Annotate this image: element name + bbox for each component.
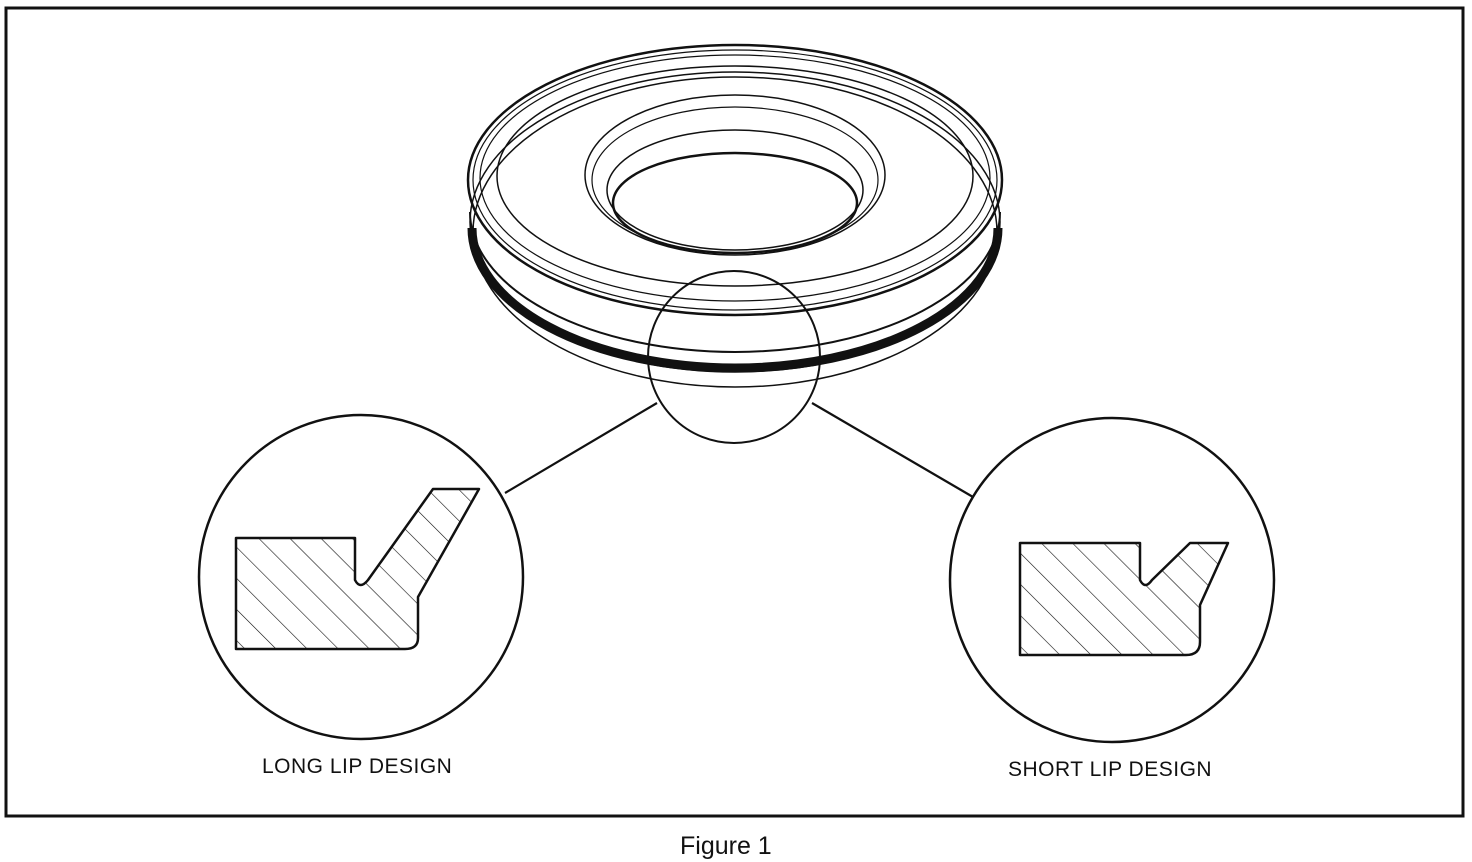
short-lip-detail: [948, 416, 1276, 744]
long-lip-profile: [234, 487, 481, 651]
leader-line-left: [504, 402, 658, 494]
short-lip-profile: [1018, 541, 1230, 657]
short-lip-label: SHORT LIP DESIGN: [1008, 758, 1213, 781]
long-lip-detail: [197, 413, 525, 741]
long-lip-label: LONG LIP DESIGN: [262, 755, 453, 778]
magnifier-circle: [647, 270, 821, 444]
figure-frame: [4, 6, 1465, 818]
leader-line-right: [811, 402, 974, 498]
oil-seal-ring: [466, 43, 1004, 388]
figure-caption: Figure 1: [680, 832, 772, 860]
